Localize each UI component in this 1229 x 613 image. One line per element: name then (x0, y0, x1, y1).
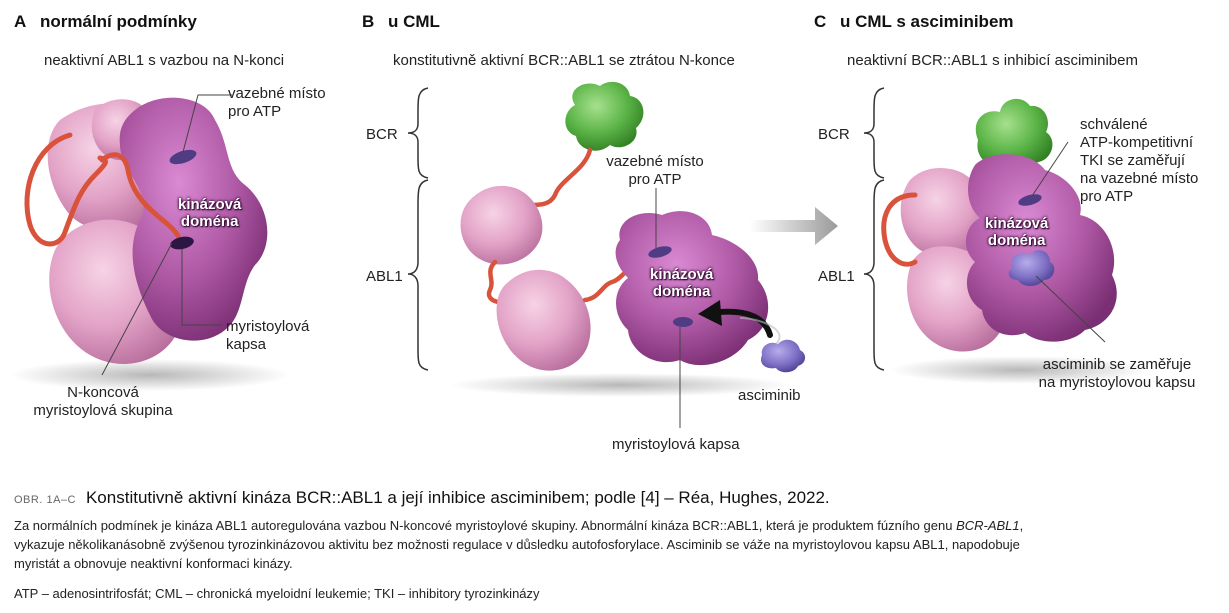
c-abl1-label: ABL1 (818, 268, 855, 286)
a-nterm-label: N-koncová myristoylová skupina (18, 384, 188, 420)
c-tki-label: schválené ATP-kompetitivní TKI se zaměřu… (1080, 116, 1198, 206)
panel-c-subtitle: neaktivní BCR::ABL1 s inhibicí asciminib… (847, 52, 1138, 69)
gene-name: BCR-ABL1 (956, 518, 1020, 533)
b-bcr-blob (565, 82, 643, 151)
a-pocket-label: myristoylová kapsa (226, 318, 309, 354)
b-asciminib-label: asciminib (738, 387, 801, 405)
b-pocket-label: myristoylová kapsa (612, 436, 740, 454)
panel-b-artwork (408, 82, 838, 428)
figure-caption-body: Za normálních podmínek je kináza ABL1 au… (14, 516, 1219, 573)
a-atp-label: vazebné místo pro ATP (228, 85, 326, 121)
b-bcr-label: BCR (366, 126, 398, 144)
a-kinase-domain-label: kinázová doména (178, 196, 241, 230)
figure-code: OBR. 1A–C (14, 494, 76, 506)
b-abl1-brace (408, 180, 428, 370)
c-kinase-domain-label: kinázová doména (985, 215, 1048, 249)
c-asciminib-label: asciminib se zaměřuje na myristoylovou k… (1022, 356, 1212, 392)
panel-a-subtitle: neaktivní ABL1 s vazbou na N-konci (44, 52, 284, 69)
b-bcr-brace (408, 88, 428, 178)
c-bcr-brace (864, 88, 884, 178)
b-pink-lobe-lower (497, 270, 591, 371)
b-bcr-linker (530, 150, 590, 205)
b-kinase-domain-label: kinázová doména (650, 266, 713, 300)
figure-title: Konstitutivně aktivní kináza BCR::ABL1 a… (86, 488, 830, 507)
figure-abbreviations: ATP – adenosintrifosfát; CML – chronická… (14, 586, 540, 601)
b-abl1-label: ABL1 (366, 268, 403, 286)
b-to-c-arrow (750, 207, 838, 245)
b-pink-lobe-upper (461, 186, 543, 265)
b-asciminib-molecule (761, 340, 805, 373)
panel-b-subtitle: konstitutivně aktivní BCR::ABL1 se ztrát… (393, 52, 735, 69)
figure-caption-title: OBR. 1A–C Konstitutivně aktivní kináza BC… (14, 488, 830, 508)
c-abl1-brace (864, 180, 884, 370)
c-bcr-label: BCR (818, 126, 850, 144)
b-atp-label: vazebné místo pro ATP (590, 153, 720, 189)
b-myristoyl-pocket (673, 317, 693, 327)
